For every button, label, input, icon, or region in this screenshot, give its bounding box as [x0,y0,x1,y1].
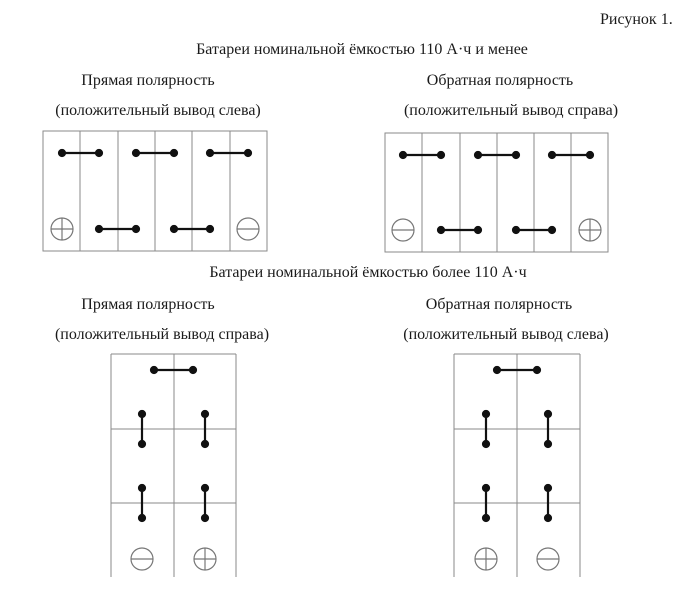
cell-connectors [57,148,253,234]
figure-label: Рисунок 1. [600,11,673,28]
positive-terminal-icon [193,547,217,571]
small-right-subcaption: (положительный вывод справа) [403,102,619,119]
positive-terminal-icon [474,547,498,571]
battery-large-reverse [453,353,581,577]
negative-terminal-icon [236,217,260,241]
cell-connectors [398,150,595,235]
section-large-title: Батареи номинальной ёмкостью более 110 А… [209,264,527,281]
large-right-caption: Обратная полярность [425,296,573,313]
positive-terminal-icon [50,217,74,241]
negative-terminal-icon [391,218,415,242]
battery-small-direct [42,130,268,252]
positive-terminal-icon [578,218,602,242]
battery-large-direct [110,353,237,577]
small-left-caption: Прямая полярность [81,72,215,89]
small-left-subcaption: (положительный вывод слева) [55,102,261,119]
large-right-subcaption: (положительный вывод слева) [403,326,609,343]
battery-small-reverse [384,132,609,253]
cell-connectors [137,365,210,523]
small-right-caption: Обратная полярность [426,72,574,89]
large-left-subcaption: (положительный вывод справа) [54,326,270,343]
negative-terminal-icon [130,547,154,571]
negative-terminal-icon [536,547,560,571]
section-small-title: Батареи номинальной ёмкостью 110 А·ч и м… [196,41,528,58]
cell-connectors [481,365,553,523]
large-left-caption: Прямая полярность [81,296,215,313]
